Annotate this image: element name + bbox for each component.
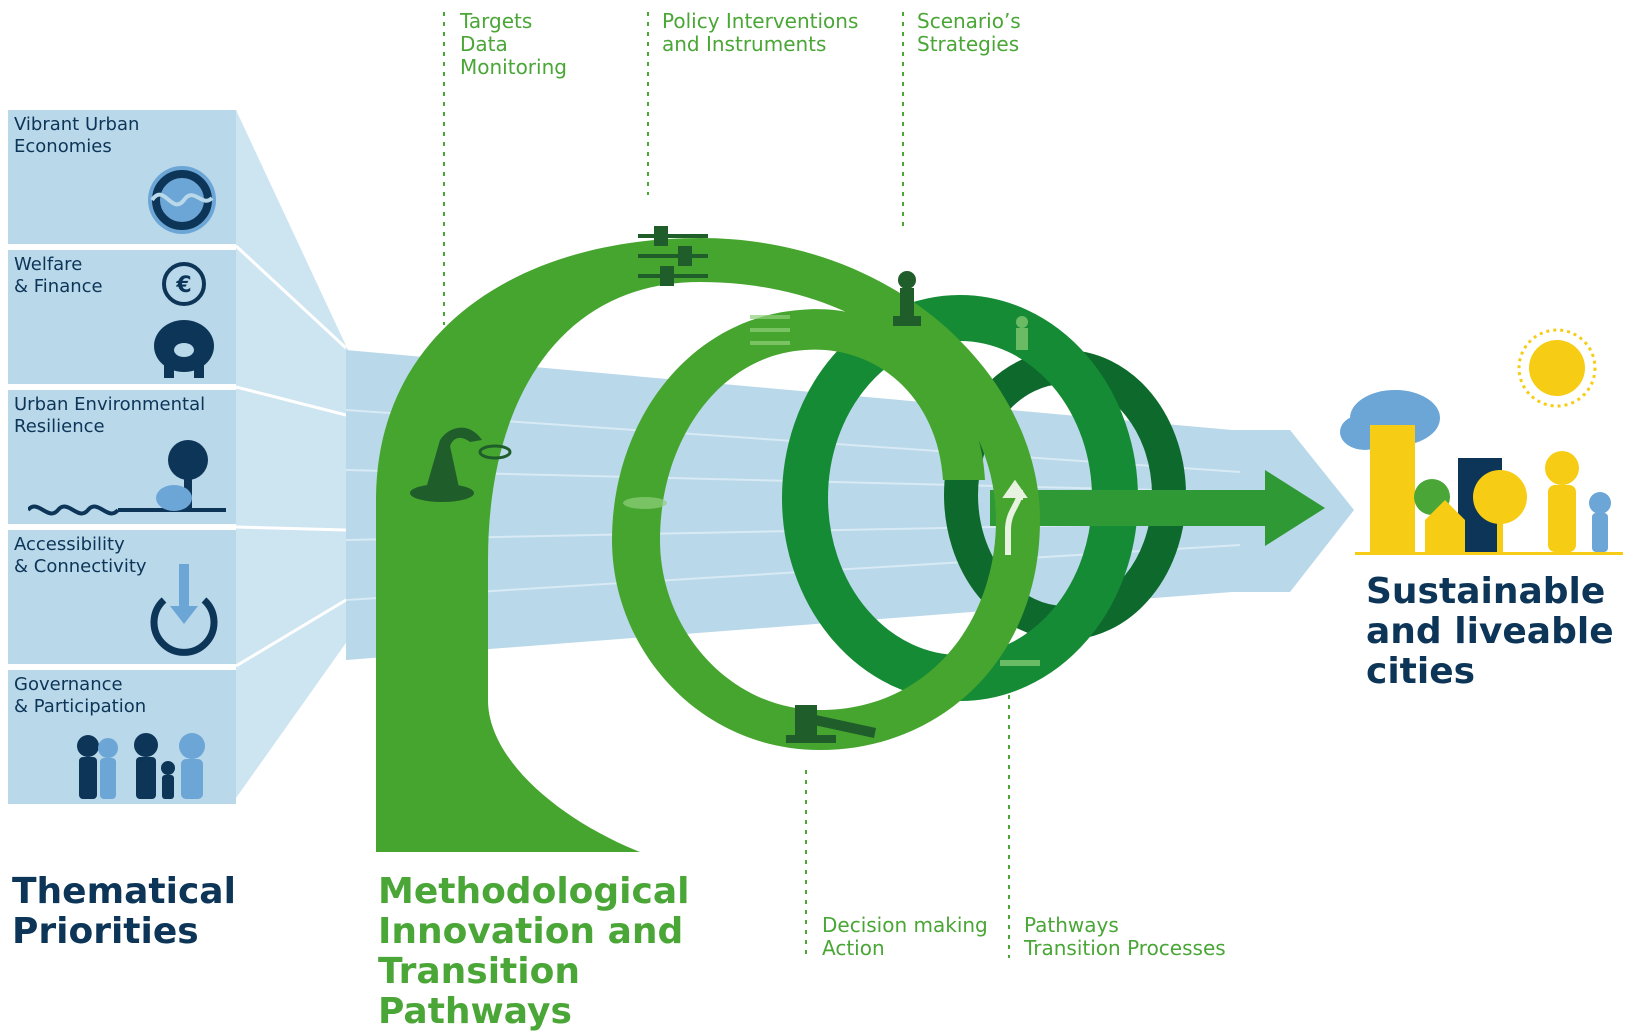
euro-piggy-bank-icon: € — [154, 262, 214, 378]
priority-label: Welfare & Finance — [14, 254, 103, 297]
gavel-icon — [786, 705, 876, 743]
funnel-flow-icon — [410, 427, 512, 502]
heading-methodological-innovation: Methodological Innovation and Transition… — [378, 871, 690, 1032]
heading-sustainable-cities: Sustainable and liveable cities — [1366, 571, 1614, 692]
priority-panel-accessibility: Accessibility & Connectivity — [8, 530, 236, 664]
sliders-icon — [638, 226, 708, 286]
economy-wave-icon — [148, 166, 216, 234]
label-scenarios-strategies: Scenario’s Strategies — [917, 9, 1021, 56]
priority-label: Governance & Participation — [14, 674, 147, 717]
priority-panel-welfare: Welfare & Finance € — [8, 250, 236, 384]
chess-bishop-icon — [893, 271, 921, 326]
funnel-lines — [234, 244, 348, 668]
label-pathways-transition: Pathways Transition Processes — [1024, 913, 1226, 960]
label-targets-data-monitoring: Targets Data Monitoring — [460, 9, 567, 79]
spiral-swoosh — [376, 238, 1040, 852]
svg-text:€: € — [175, 273, 191, 298]
heading-thematical-priorities: Thematical Priorities — [12, 871, 236, 952]
diverging-path-icon — [1002, 479, 1028, 555]
power-arrow-icon — [150, 564, 218, 656]
people-group-icon — [77, 733, 205, 799]
priority-label: Accessibility & Connectivity — [14, 534, 147, 577]
faded-ring-icons — [623, 315, 1040, 666]
label-policy-interventions: Policy Interventions and Instruments — [662, 9, 859, 56]
green-arrow — [990, 470, 1325, 546]
city-illustration — [1340, 328, 1623, 555]
priority-panel-economies: Vibrant Urban Economies — [8, 110, 236, 244]
label-decision-making-action: Decision making Action — [822, 913, 988, 960]
priority-label: Urban Environmental Resilience — [14, 394, 206, 437]
priority-panel-resilience: Urban Environmental Resilience — [8, 390, 236, 524]
tree-landscape-icon — [28, 440, 226, 516]
priority-panel-governance: Governance & Participation — [8, 670, 236, 804]
priority-label: Vibrant Urban Economies — [14, 114, 140, 157]
funnel-band — [236, 110, 348, 798]
